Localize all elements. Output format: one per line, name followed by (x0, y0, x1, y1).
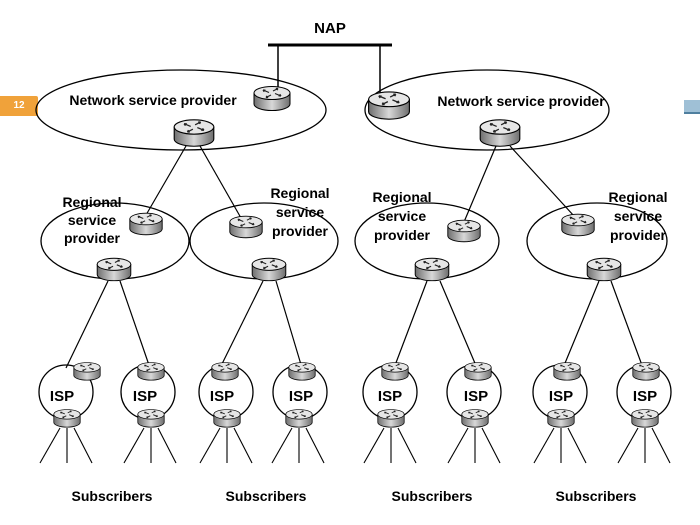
rsp-4-label-line3: provider (610, 227, 667, 243)
isp-2-label: ISP (133, 388, 157, 405)
isp-8-upper-router-icon (632, 362, 660, 381)
rsp-1-label-line3: provider (64, 230, 121, 246)
rsp-2-lower-router-icon (251, 257, 287, 282)
isp-6: ISP (446, 362, 502, 428)
slide-accent-bar (684, 100, 700, 112)
rsp-4-label-line2: service (614, 208, 662, 224)
isp-4-upper-router-icon (288, 362, 316, 381)
isp-2-lower-router-icon (137, 409, 165, 428)
isp-5-lower-router-icon (377, 409, 405, 428)
isp-5-upper-router-icon (381, 362, 409, 381)
rsp-4-label-line1: Regional (608, 189, 667, 205)
isp-8-lower-router-icon (631, 409, 659, 428)
isp-1: ISP (38, 362, 101, 428)
rsp-2-label-line2: service (276, 204, 324, 220)
subscribers-label-1: Subscribers (72, 488, 153, 504)
rsp-4-lower-router-icon (586, 257, 622, 282)
subscribers-label-2: Subscribers (226, 488, 307, 504)
subscribers-label-3: Subscribers (392, 488, 473, 504)
isp-1-upper-router-icon (73, 362, 101, 381)
subscriber-links (39, 427, 671, 464)
isp-7-label: ISP (549, 388, 573, 405)
isp-5: ISP (362, 362, 418, 428)
isp-3: ISP (198, 362, 254, 428)
nsp-right-nap-router-icon (367, 91, 411, 120)
isp-4: ISP (272, 362, 328, 428)
slide-number-badge (0, 96, 38, 116)
nsp-right: Network service provider (364, 69, 610, 151)
nap-label: NAP (314, 20, 346, 37)
isp-5-label: ISP (378, 388, 402, 405)
rsp-3-label-line2: service (378, 208, 426, 224)
slide-accent-line (684, 112, 700, 114)
isp-3-upper-router-icon (211, 362, 239, 381)
isp-8-label: ISP (633, 388, 657, 405)
nsp-left-nap-router-icon (253, 85, 291, 112)
rsp-2-label-line1: Regional (270, 185, 329, 201)
rsp-3: Regional service provider (354, 189, 500, 282)
rsp-1: Regional service provider (40, 194, 190, 282)
rsp-4: Regional service provider (526, 189, 668, 282)
isp-8: ISP (616, 362, 672, 428)
rsp-3-upper-router-icon (447, 219, 481, 243)
isp-7-lower-router-icon (547, 409, 575, 428)
isp-4-label: ISP (289, 388, 313, 405)
isp-7-upper-router-icon (553, 362, 581, 381)
rsp-2-label-line3: provider (272, 223, 329, 239)
isp-6-lower-router-icon (461, 409, 489, 428)
isp-1-label: ISP (50, 388, 74, 405)
isp-7: ISP (532, 362, 588, 428)
rsp-3-label-line1: Regional (372, 189, 431, 205)
isp-2-upper-router-icon (137, 362, 165, 381)
isp-6-label: ISP (464, 388, 488, 405)
rsp-1-lower-router-icon (96, 257, 132, 282)
rsp-1-label-line1: Regional (62, 194, 121, 210)
nsp-to-rsp-links (145, 145, 575, 223)
rsp-1-label-line2: service (68, 212, 116, 228)
subscribers-label-4: Subscribers (556, 488, 637, 504)
isp-2: ISP (120, 362, 176, 428)
rsp-4-upper-router-icon (561, 213, 595, 237)
rsp-3-lower-router-icon (414, 257, 450, 282)
isp-group: ISP ISP ISP ISP ISP (38, 362, 672, 428)
rsp-2-upper-router-icon (229, 215, 263, 239)
rsp-to-isp-links (65, 280, 644, 369)
rsp-3-label-line3: provider (374, 227, 431, 243)
nsp-left-label: Network service provider (69, 92, 237, 108)
nsp-left: Network service provider (35, 69, 327, 151)
isp-4-lower-router-icon (285, 409, 313, 428)
nsp-right-core-router-icon (479, 119, 521, 147)
nsp-right-label: Network service provider (437, 93, 605, 109)
isp-3-lower-router-icon (213, 409, 241, 428)
slide-number: 12 (13, 100, 25, 111)
nsp-left-core-router-icon (173, 119, 215, 147)
rsp-1-upper-router-icon (129, 212, 163, 236)
isp-6-upper-router-icon (464, 362, 492, 381)
isp-1-lower-router-icon (53, 409, 81, 428)
isp-3-label: ISP (210, 388, 234, 405)
rsp-2: Regional service provider (189, 185, 339, 282)
